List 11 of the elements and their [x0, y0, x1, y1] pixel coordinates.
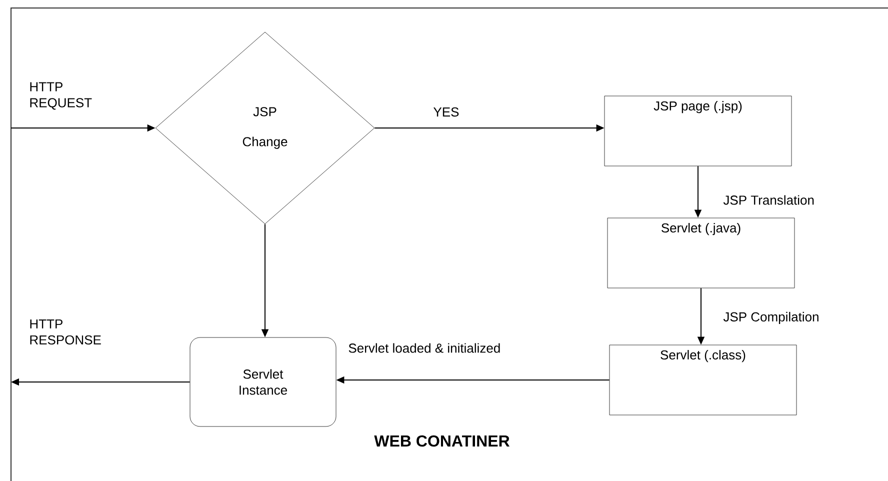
edge-label: YES — [434, 107, 459, 117]
edge-label: HTTP REQUEST — [30, 82, 92, 110]
edge-label: Servlet loaded & initialized — [348, 343, 500, 353]
process-box: Servlet Instance — [190, 337, 336, 427]
process-box: JSP page (.jsp) — [604, 96, 792, 166]
edge-label: JSP Translation — [723, 195, 814, 205]
process-box: Servlet (.class) — [609, 344, 797, 416]
process-box: Servlet (.java) — [607, 218, 795, 288]
edge-label: JSP Compilation — [723, 312, 818, 324]
container-title: WEB CONATINER — [374, 435, 510, 447]
edge-label: HTTP RESPONSE — [30, 319, 101, 345]
